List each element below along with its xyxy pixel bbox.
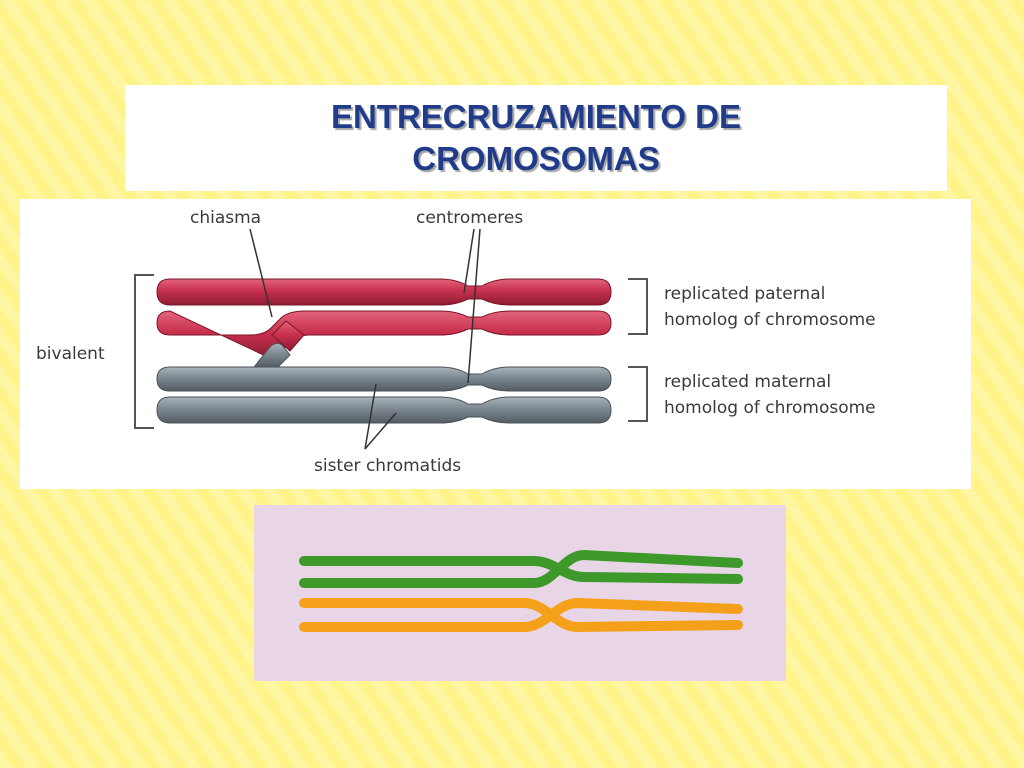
paternal-chromatid-bottom <box>156 310 612 360</box>
label-maternal-line2: homolog of chromosome <box>664 398 876 418</box>
maternal-chromatid-bottom <box>156 396 612 424</box>
centromere-leader-2 <box>467 228 481 384</box>
paternal-chromatid-top <box>156 278 612 306</box>
chiasma-leader <box>249 228 273 318</box>
slide-title: ENTRECRUZAMIENTO DE CROMOSOMAS <box>330 98 742 177</box>
crossover-red-tip <box>271 320 305 352</box>
sister-leader-2 <box>364 412 397 450</box>
label-maternal-line1: replicated maternal <box>664 372 831 392</box>
label-centromeres: centromeres <box>416 208 523 228</box>
bivalent-bracket <box>134 274 154 429</box>
maternal-bracket <box>628 366 648 422</box>
strand-diagram-svg <box>299 549 743 633</box>
paternal-bracket <box>628 278 648 335</box>
chromosome-diagram-svg: chiasma centromeres bivalent replicated … <box>36 208 876 476</box>
green-strand-bottom <box>299 549 743 588</box>
sister-leader-1 <box>364 383 377 450</box>
orange-strand-bottom <box>299 597 743 632</box>
label-sister-chromatids: sister chromatids <box>314 456 461 476</box>
crossover-strand-diagram <box>254 505 786 681</box>
chromosome-diagram: chiasma centromeres bivalent replicated … <box>20 199 971 489</box>
title-box: ENTRECRUZAMIENTO DE CROMOSOMAS <box>125 85 947 191</box>
centromere-leader-1 <box>463 228 475 294</box>
label-chiasma: chiasma <box>190 208 261 228</box>
maternal-chromatid-top <box>156 366 612 392</box>
label-paternal-line2: homolog of chromosome <box>664 310 876 330</box>
label-bivalent: bivalent <box>36 344 105 364</box>
label-paternal-line1: replicated paternal <box>664 284 825 304</box>
crossover-gray-arm <box>252 342 291 368</box>
